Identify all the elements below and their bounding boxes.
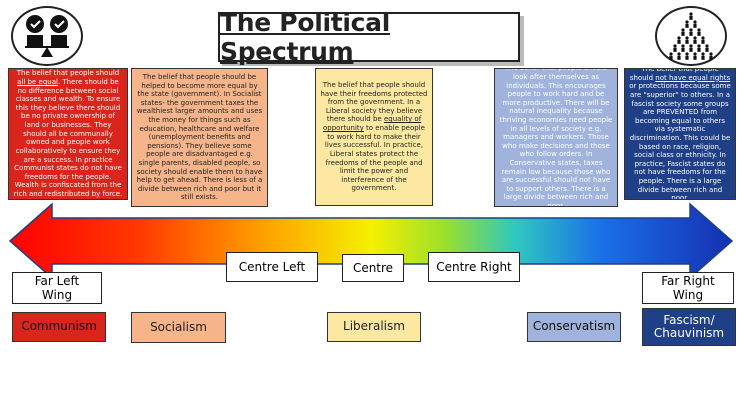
- far-left-label: Far Left Wing: [12, 272, 102, 304]
- person-head-icon: [697, 44, 701, 48]
- person-head-icon: [685, 52, 689, 56]
- person-body-icon: [701, 55, 705, 60]
- person-head-icon: [685, 36, 689, 40]
- person-body-icon: [693, 55, 697, 60]
- person-body-icon: [689, 47, 693, 52]
- liberalism-label: Liberalism: [327, 312, 421, 342]
- person-body-icon: [697, 47, 701, 52]
- person-body-icon: [693, 23, 697, 28]
- socialism-label: Socialism: [131, 312, 226, 343]
- person-body-icon: [681, 31, 685, 36]
- person-head-icon: [673, 44, 677, 48]
- person-body-icon: [685, 23, 689, 28]
- far-right-label: Far Right Wing: [642, 272, 734, 304]
- person-head-icon: [697, 28, 701, 32]
- person-head-icon: [677, 52, 681, 56]
- person-head-icon: [681, 44, 685, 48]
- page-title: The Political Spectrum: [220, 8, 391, 66]
- person-head-icon: [693, 20, 697, 24]
- centre-right-label: Centre Right: [428, 252, 520, 282]
- person-body-icon: [685, 55, 689, 60]
- person-body-icon: [701, 39, 705, 44]
- person-head-icon: [681, 28, 685, 32]
- fascism-description: The belief that people should not have e…: [624, 68, 736, 200]
- person-head-icon: [693, 36, 697, 40]
- person-body-icon: [697, 31, 701, 36]
- person-body-icon: [677, 39, 681, 44]
- person-body-icon: [677, 55, 681, 60]
- person-head-icon: [685, 20, 689, 24]
- person-head-icon: [689, 12, 693, 16]
- person-body-icon: [669, 55, 673, 60]
- person-body-icon: [709, 55, 713, 60]
- person-body-icon: [681, 47, 685, 52]
- title-box: The Political Spectrum: [218, 8, 520, 66]
- communism-label: Communism: [12, 312, 106, 342]
- hierarchy-people-icon: [655, 6, 727, 66]
- person-head-icon: [689, 28, 693, 32]
- person-head-icon: [689, 44, 693, 48]
- communism-description: The belief that people should all be equ…: [8, 68, 128, 200]
- conservatism-label: Conservatism: [527, 312, 621, 342]
- fascism-label: Fascism/ Chauvinism: [642, 308, 736, 346]
- person-body-icon: [705, 47, 709, 52]
- person-body-icon: [689, 15, 693, 20]
- person-head-icon: [701, 36, 705, 40]
- person-body-icon: [673, 47, 677, 52]
- centre-label: Centre: [342, 254, 404, 282]
- person-body-icon: [685, 39, 689, 44]
- spectrum-arrow: [8, 202, 734, 280]
- person-head-icon: [693, 52, 697, 56]
- person-body-icon: [689, 31, 693, 36]
- person-head-icon: [677, 36, 681, 40]
- person-head-icon: [705, 44, 709, 48]
- person-head-icon: [701, 52, 705, 56]
- socialism-description: The belief that people should be helped …: [131, 68, 268, 207]
- liberalism-description: The belief that people should have their…: [315, 68, 433, 206]
- centre-left-label: Centre Left: [226, 252, 318, 282]
- person-body-icon: [693, 39, 697, 44]
- equality-scale-icon: [11, 6, 83, 66]
- person-head-icon: [669, 52, 673, 56]
- conservatism-description: The belief that people should look after…: [494, 68, 618, 207]
- person-head-icon: [709, 52, 713, 56]
